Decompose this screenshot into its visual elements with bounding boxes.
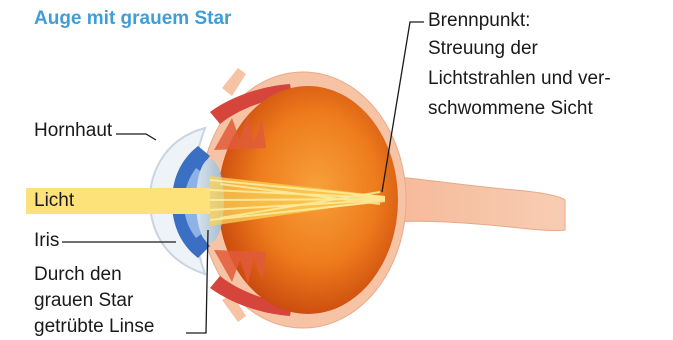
focus-label-line4: schwommene Sicht [428,96,593,122]
focus-label-line2: Streuung der [428,36,538,62]
cornea-label: Hornhaut [34,118,112,144]
upper-muscle [222,68,246,96]
focus-label-line1: Brennpunkt: [428,8,530,34]
optic-nerve [388,176,565,231]
lens-label-line1: Durch den [34,262,122,288]
lens-label-line3: getrübte Linse [34,314,154,340]
cornea-leader [116,134,156,140]
diagram-title: Auge mit grauem Star [34,8,231,30]
lens-label-line2: grauen Star [34,288,133,314]
light-label: Licht [34,188,74,214]
focus-label-line3: Lichtstrahlen und ver- [428,66,611,92]
iris-label: Iris [34,228,59,254]
